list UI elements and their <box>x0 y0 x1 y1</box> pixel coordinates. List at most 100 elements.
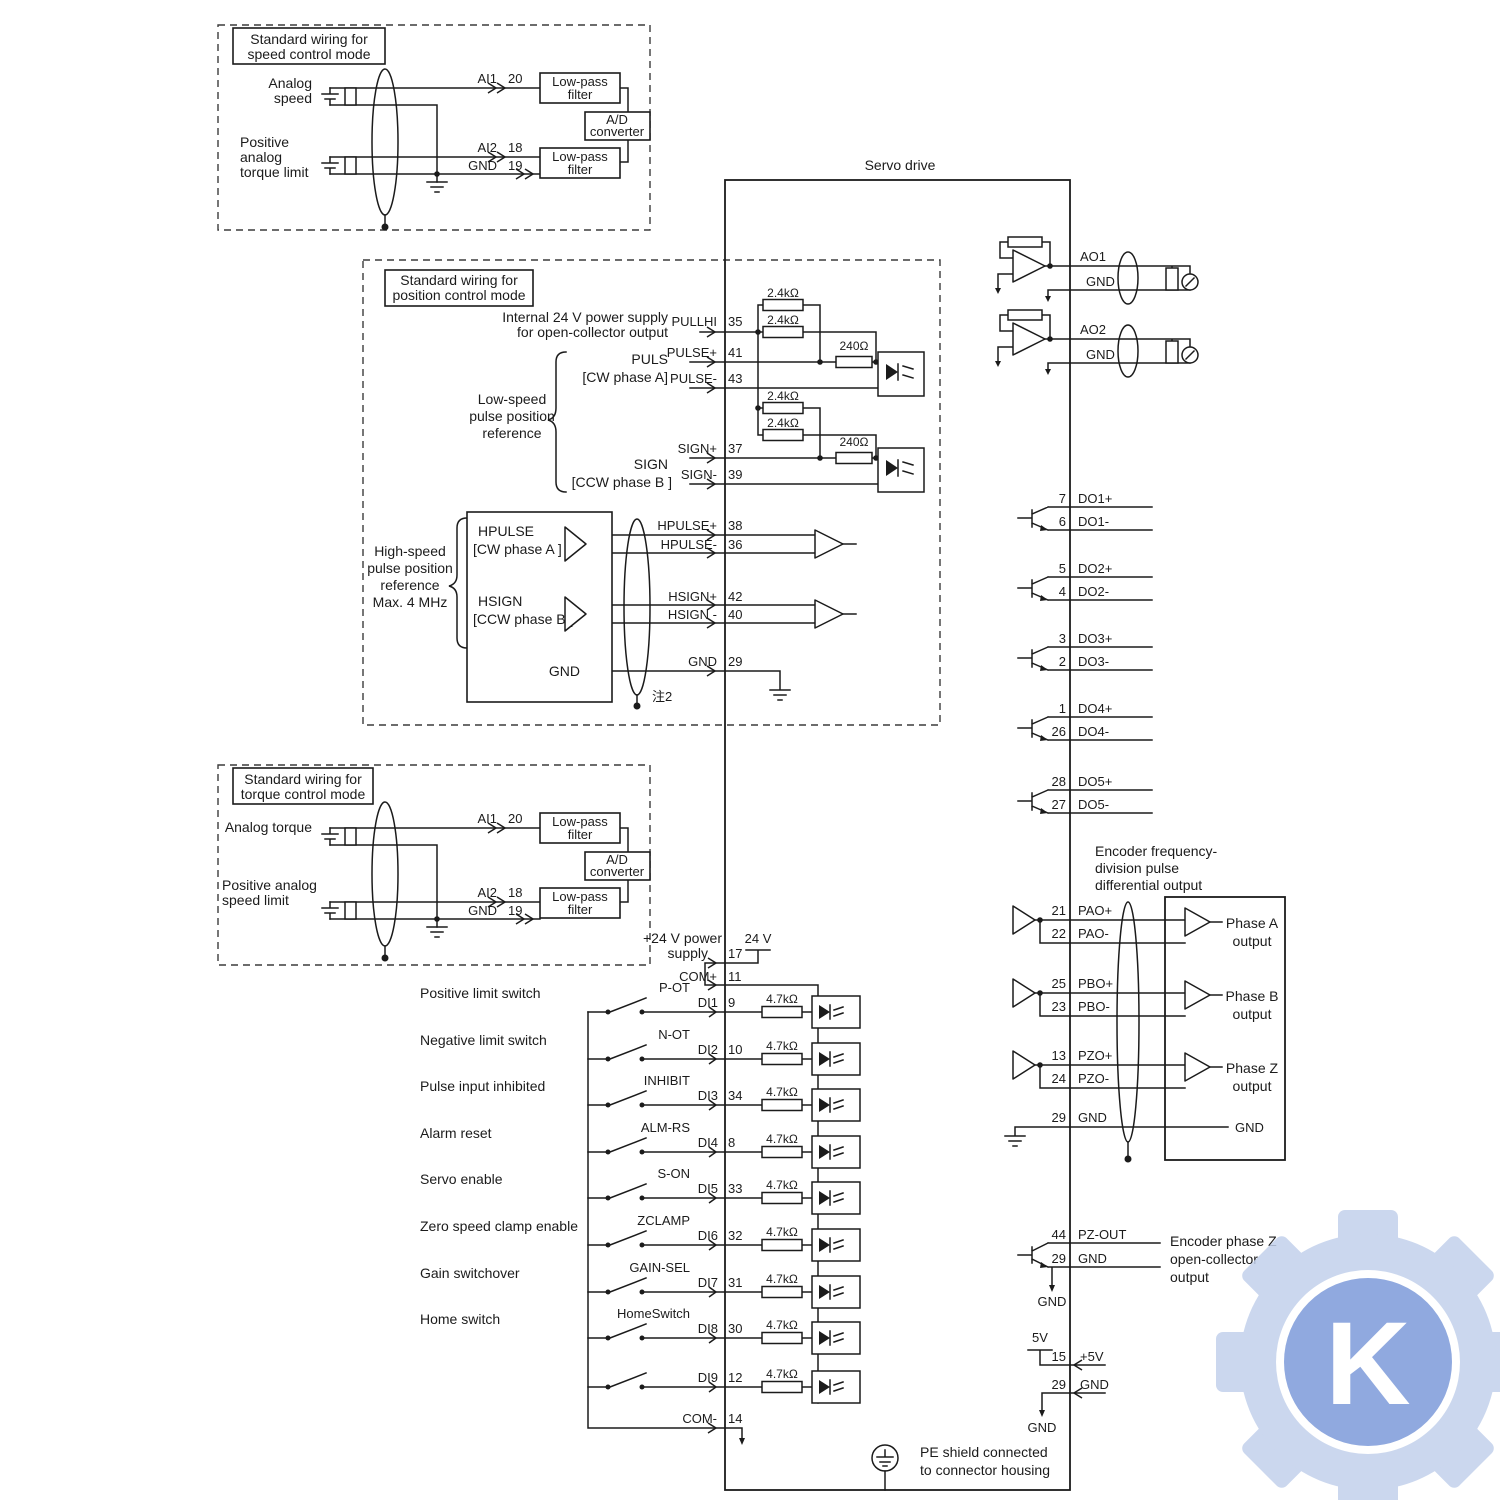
gnd-label: GND <box>1028 1420 1057 1435</box>
low-speed-ref-label: Low-speed <box>478 391 547 407</box>
phase-a-label: Phase A <box>1226 915 1279 931</box>
ground-arrow-icon <box>995 361 1001 367</box>
analog-output-section: AO1 GND AO2 GND <box>995 236 1199 378</box>
transistor-icon <box>1017 506 1153 531</box>
resistor-value: 240Ω <box>840 435 869 449</box>
do-label-minus: DO3- <box>1078 654 1109 669</box>
di-signal-label: N-OT <box>658 1027 690 1042</box>
do-label-plus: DO4+ <box>1078 701 1112 716</box>
di-signal-label: P-OT <box>659 980 690 995</box>
hsign-plus-label: HSIGN+ <box>668 589 717 604</box>
encoder-output-section: Encoder frequency- division pulse differ… <box>1004 843 1286 1163</box>
ground-arrow-icon <box>995 288 1001 294</box>
di-row: DI9 12 4.7kΩ <box>587 1367 861 1404</box>
ai1-label: AI1 <box>477 811 497 826</box>
arrow-icon <box>524 168 535 180</box>
arrow-icon <box>496 896 507 908</box>
encoder-desc: Encoder frequency- <box>1095 843 1218 859</box>
pbo-plus-label: PBO+ <box>1078 976 1113 991</box>
gnd-pin: 19 <box>508 158 522 173</box>
optocoupler-icon <box>811 1275 861 1309</box>
line-driver-icon <box>564 596 587 632</box>
lowpass-filter-box <box>539 72 621 104</box>
high-speed-ref-label: High-speed <box>374 543 446 559</box>
note-label: 注2 <box>652 689 672 704</box>
gnd-pin: 29 <box>1052 1110 1066 1125</box>
shield-ground-dot <box>1124 1155 1132 1163</box>
gnd-label: GND <box>1086 274 1115 289</box>
optocoupler-icon <box>811 1088 861 1122</box>
junction-dot <box>1037 1062 1043 1068</box>
di-signal-label: ALM-RS <box>641 1120 690 1135</box>
resistor-value: 2.4kΩ <box>767 313 799 327</box>
gnd-label: GND <box>1078 1110 1107 1125</box>
resistor-icon <box>761 1005 803 1019</box>
do-label-minus: DO4- <box>1078 724 1109 739</box>
emitter-arrow-icon <box>1040 1262 1048 1268</box>
gnd-label: GND <box>1038 1294 1067 1309</box>
do-label-minus: DO1- <box>1078 514 1109 529</box>
do-pin-minus: 27 <box>1052 797 1066 812</box>
potentiometer-icon <box>344 901 357 920</box>
switch-contact <box>605 1384 611 1390</box>
ai2-pin: 18 <box>508 140 522 155</box>
di-signal-label: HomeSwitch <box>617 1306 690 1321</box>
speed-limit-label: Positive analog <box>222 877 317 893</box>
supply-pin: 17 <box>728 946 742 961</box>
di-desc: Home switch <box>420 1311 500 1327</box>
do-output-row: 1 DO4+ 26 DO4- <box>1017 701 1153 741</box>
switch-contact <box>639 1195 645 1201</box>
pz-out-wiring <box>1017 1241 1161 1286</box>
do-pin-minus: 2 <box>1059 654 1066 669</box>
arrow-icon <box>706 547 717 559</box>
switch-contact <box>639 1009 645 1015</box>
arrow-icon <box>706 617 717 629</box>
hpulse-plus-pin: 38 <box>728 518 742 533</box>
di-row: Zero speed clamp enable ZCLAMP DI6 32 4.… <box>420 1213 861 1262</box>
emitter-arrow-icon <box>1040 735 1048 741</box>
transistor-icon <box>1017 646 1153 671</box>
opamp-icon <box>1012 249 1046 283</box>
resistor-icon <box>835 451 873 465</box>
do-pin-plus: 1 <box>1059 701 1066 716</box>
arrow-icon <box>487 896 498 908</box>
optocoupler-icon <box>811 1042 861 1076</box>
di-port-label: DI6 <box>698 1228 718 1243</box>
pe-desc: PE shield connected <box>920 1444 1048 1460</box>
pz-desc: Encoder phase Z <box>1170 1233 1277 1249</box>
di-port-label: DI3 <box>698 1088 718 1103</box>
24v-rail-label: 24 V <box>745 931 772 946</box>
di-wire <box>587 1277 813 1293</box>
switch-contact <box>639 1384 645 1390</box>
junction-dot <box>817 455 823 461</box>
di-row: Positive limit switch P-OT DI1 9 4.7kΩ <box>420 980 861 1029</box>
transistor-icon <box>1017 576 1153 601</box>
junction-dot <box>1037 917 1043 923</box>
phase-z-label: Phase Z <box>1226 1060 1279 1076</box>
pullhi-desc-2: for open-collector output <box>517 324 668 340</box>
do-label-minus: DO5- <box>1078 797 1109 812</box>
di-row: Pulse input inhibited INHIBIT DI3 34 4.7… <box>420 1073 861 1122</box>
di-port-label: DI1 <box>698 995 718 1010</box>
encoder-desc-2: division pulse <box>1095 860 1179 876</box>
gnd-inner-label: GND <box>549 663 580 679</box>
di-wire <box>587 1137 813 1153</box>
torque-control-box: Standard wiring for torque control mode … <box>217 764 651 966</box>
gnd-label: GND <box>1235 1120 1264 1135</box>
resistor-icon <box>1007 236 1043 248</box>
do-pin-plus: 5 <box>1059 561 1066 576</box>
gnd-pin: 29 <box>728 654 742 669</box>
do-pin-minus: 26 <box>1052 724 1066 739</box>
pulse-plus-label: PULSE+ <box>667 345 717 360</box>
digital-input-section: +24 V power supply 24 V 17 COM+ 11 Posit… <box>420 930 861 1445</box>
adc-box <box>584 111 651 141</box>
emitter-arrow-icon <box>1040 808 1048 814</box>
arrow-icon <box>706 326 717 338</box>
gnd-label: GND <box>468 158 497 173</box>
arrow-icon <box>707 979 718 991</box>
pzo-minus-pin: 24 <box>1052 1071 1066 1086</box>
encoder-5v-section: 5V 15 +5V 29 GND GND <box>1027 1330 1109 1435</box>
high-speed-block-frame <box>466 511 613 703</box>
arrow-icon <box>496 822 507 834</box>
ground-arrow-icon <box>1049 1285 1055 1292</box>
